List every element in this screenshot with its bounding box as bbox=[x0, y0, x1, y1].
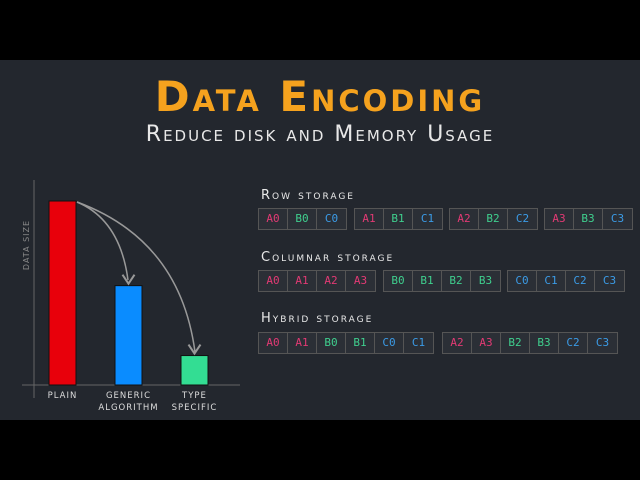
data-size-chart: DATA SIZE PLAIN GENERIC ALGORITHM TYPE SPECIF… bbox=[22, 180, 240, 413]
storage-cell: C3 bbox=[588, 333, 617, 353]
storage-cell: B0 bbox=[288, 209, 317, 229]
storage-cell: B2 bbox=[442, 271, 471, 291]
bar-2 bbox=[180, 355, 209, 386]
storage-cell: B1 bbox=[413, 271, 442, 291]
category-label: TYPE bbox=[181, 391, 207, 401]
storage-cell: C1 bbox=[537, 271, 566, 291]
subtitle: Reduce disk and Memory Usage bbox=[145, 122, 495, 147]
arrowhead-icon bbox=[121, 274, 136, 286]
storage-cell: A2 bbox=[317, 271, 346, 291]
bar-1 bbox=[114, 285, 143, 386]
storage-cell: C1 bbox=[413, 209, 442, 229]
storage-label: Row storage bbox=[261, 188, 355, 203]
storage-cell: C3 bbox=[603, 209, 632, 229]
storage-cell: A0 bbox=[259, 271, 288, 291]
arrowhead-icon bbox=[187, 344, 202, 356]
storage-cell: A1 bbox=[288, 271, 317, 291]
category-label: GENERIC bbox=[106, 391, 151, 401]
storage-cell: C2 bbox=[508, 209, 537, 229]
category-label: PLAIN bbox=[48, 391, 78, 401]
bar-0 bbox=[48, 200, 77, 386]
arrow bbox=[76, 201, 129, 281]
slide: Data Encoding Reduce disk and Memory Usa… bbox=[0, 60, 640, 420]
storage-cell: B3 bbox=[574, 209, 603, 229]
storage-cell: B0 bbox=[384, 271, 413, 291]
arrow bbox=[76, 201, 196, 353]
storage-cell: B3 bbox=[471, 271, 500, 291]
storage-cell: C0 bbox=[375, 333, 404, 353]
storage-cell: A1 bbox=[355, 209, 384, 229]
storage-cell: A3 bbox=[472, 333, 501, 353]
storage-cell: B0 bbox=[317, 333, 346, 353]
storage-cell: C2 bbox=[566, 271, 595, 291]
storage-cell: C3 bbox=[595, 271, 624, 291]
category-label: SPECIFIC bbox=[172, 403, 218, 413]
y-axis-label: DATA SIZE bbox=[22, 220, 31, 270]
storage-cell: C0 bbox=[508, 271, 537, 291]
category-label: ALGORITHM bbox=[98, 403, 158, 413]
storage-label: Hybrid storage bbox=[261, 311, 374, 326]
storage-cell: A0 bbox=[259, 333, 288, 353]
title: Data Encoding bbox=[154, 72, 486, 121]
storage-cell: A0 bbox=[259, 209, 288, 229]
storage-cell: B1 bbox=[346, 333, 375, 353]
storage-cell: A1 bbox=[288, 333, 317, 353]
storage-cell: B2 bbox=[479, 209, 508, 229]
storage-cell: A2 bbox=[443, 333, 472, 353]
storage-label: Columnar storage bbox=[261, 250, 395, 265]
storage-cell: B3 bbox=[530, 333, 559, 353]
storage-cell: A3 bbox=[346, 271, 375, 291]
storage-cell: B1 bbox=[384, 209, 413, 229]
storage-cell: C2 bbox=[559, 333, 588, 353]
storage-cell: C0 bbox=[317, 209, 346, 229]
storage-cell: B2 bbox=[501, 333, 530, 353]
storage-cell: A3 bbox=[545, 209, 574, 229]
storage-cell: A2 bbox=[450, 209, 479, 229]
storage-cell: C1 bbox=[404, 333, 433, 353]
